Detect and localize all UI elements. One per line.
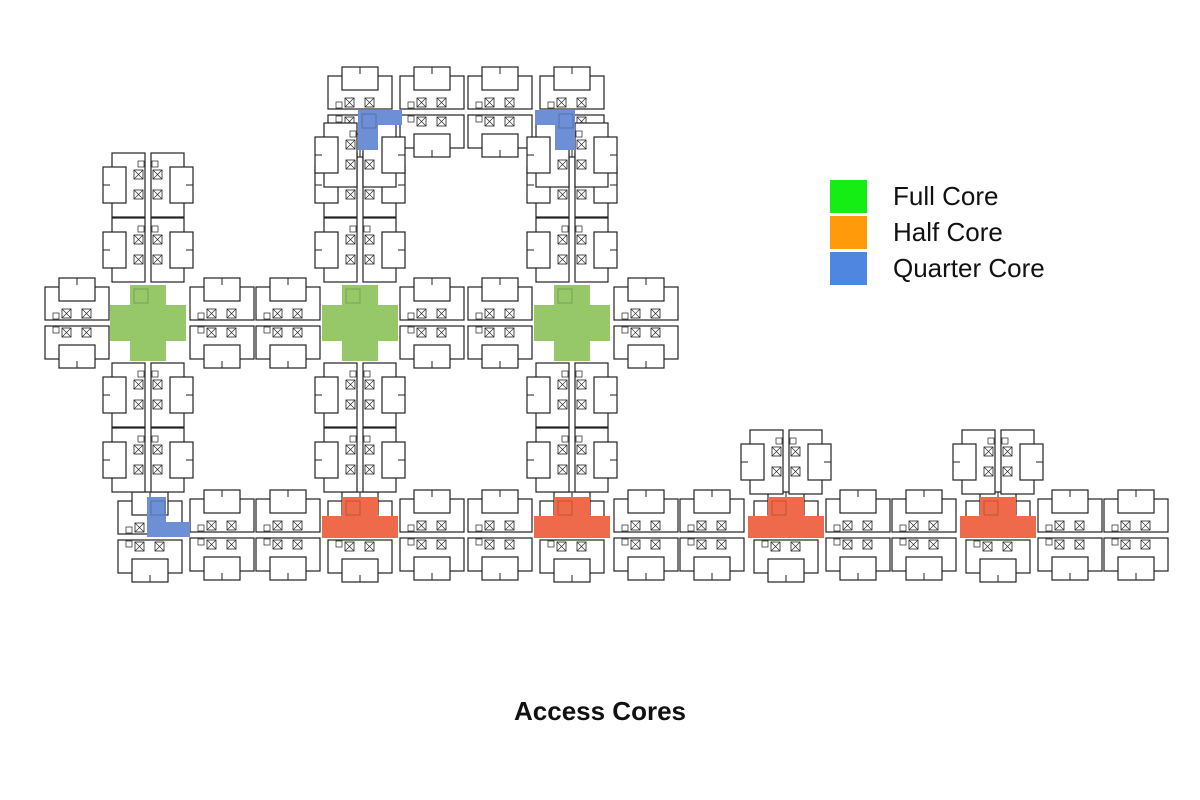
- apartment-module: [526, 217, 618, 283]
- apartment-module: [526, 362, 618, 428]
- apartment-module: [399, 66, 465, 158]
- apartment-module: [102, 217, 194, 283]
- apartment-module: [467, 277, 533, 369]
- apartment-module: [1037, 489, 1103, 581]
- apartment-module: [399, 489, 465, 581]
- apartment-module: [613, 489, 679, 581]
- apartment-module: [255, 489, 321, 581]
- legend-label: Quarter Core: [893, 252, 1045, 283]
- apartment-module: [189, 277, 255, 369]
- quarter-core: [535, 110, 575, 150]
- apartment-module: [679, 489, 745, 581]
- apartment-module: [44, 277, 110, 369]
- apartment-module: [825, 489, 891, 581]
- legend-label: Half Core: [893, 216, 1003, 247]
- apartment-module: [467, 66, 533, 158]
- diagram-title: Access Cores: [514, 696, 686, 726]
- full-core: [322, 285, 398, 361]
- quarter-core: [358, 110, 402, 150]
- legend-item-half-core: Half Core: [830, 214, 1045, 250]
- apartment-module: [952, 429, 1044, 495]
- apartment-module: [102, 152, 194, 218]
- half-core: [960, 497, 1036, 538]
- legend-label: Full Core: [893, 180, 999, 211]
- quarter-core-swatch: [830, 251, 867, 285]
- half-core: [748, 497, 824, 538]
- legend-item-full-core: Full Core: [830, 178, 1045, 214]
- full-core-swatch: [830, 179, 867, 213]
- apartment-module: [102, 427, 194, 493]
- half-core: [322, 497, 398, 538]
- apartment-module: [314, 362, 406, 428]
- apartment-module: [399, 277, 465, 369]
- apartment-module: [891, 489, 957, 581]
- half-core: [534, 497, 610, 538]
- apartment-module: [526, 427, 618, 493]
- apartment-module: [613, 277, 679, 369]
- apartment-module: [467, 489, 533, 581]
- apartment-module: [189, 489, 255, 581]
- legend: Full Core Half Core Quarter Core: [830, 178, 1045, 286]
- apartment-module: [255, 277, 321, 369]
- apartment-module: [1103, 489, 1169, 581]
- apartment-module: [314, 427, 406, 493]
- apartment-module: [314, 217, 406, 283]
- quarter-core: [147, 497, 190, 537]
- legend-item-quarter-core: Quarter Core: [830, 250, 1045, 286]
- apartment-module: [740, 429, 832, 495]
- apartment-module: [102, 362, 194, 428]
- full-core: [534, 285, 610, 361]
- half-core-swatch: [830, 215, 867, 249]
- full-core: [110, 285, 186, 361]
